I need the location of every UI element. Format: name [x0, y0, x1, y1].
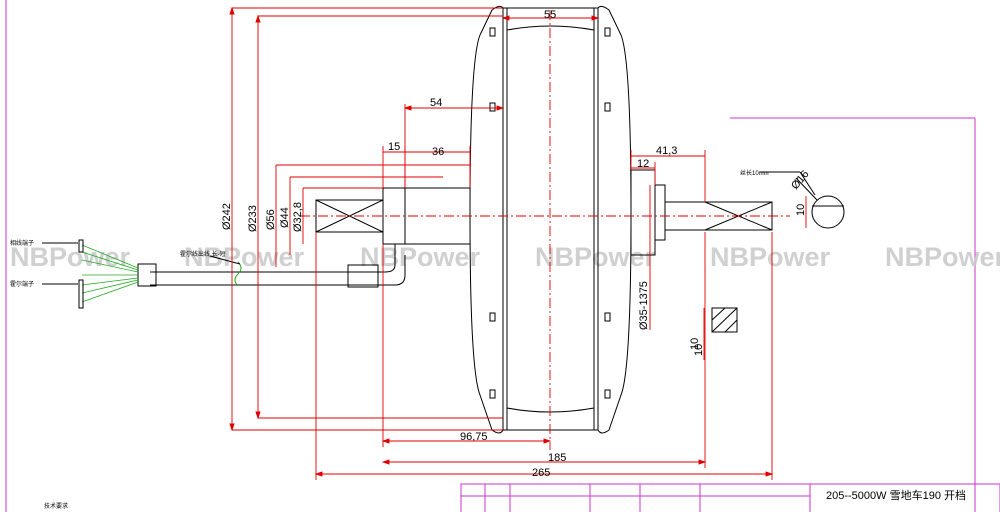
thread-length-note: 丝长10mm [740, 169, 769, 177]
dim-phi233: Ø233 [247, 205, 259, 232]
dim-phi44: Ø44 [279, 207, 291, 228]
dim-265: 265 [532, 467, 550, 479]
dimension-lines [229, 6, 807, 480]
dim-phi35: Ø35-1375 [638, 281, 650, 330]
dim-10-key-top: 10 [689, 338, 701, 350]
dim-12: 12 [637, 158, 649, 170]
dim-185: 185 [548, 452, 566, 464]
drawing-frame [5, 0, 1000, 512]
bottom-note: 技术要求 [44, 502, 68, 510]
watermark-6: NBPower [885, 242, 1000, 272]
dim-54: 54 [430, 97, 442, 109]
dimension-labels: 55 54 15 36 41,3 12 185 265 96,75 Ø242 Ø… [221, 9, 812, 479]
dim-15: 15 [388, 141, 400, 153]
watermark-5: NBPower [710, 242, 831, 272]
dim-36: 36 [432, 146, 444, 158]
dim-55: 55 [544, 9, 556, 21]
model-title: 205--5000W 雪地车190 开档 [826, 488, 966, 502]
dim-10-key-bot: 10 [693, 344, 705, 356]
watermark-3: NBPower [360, 242, 481, 272]
dim-phi32-8: Ø32,8 [292, 202, 304, 232]
watermark-2: NBPower [184, 242, 305, 272]
motor-outline [42, 5, 845, 434]
notes: 丝长10mm 霍尔线出线 长-短 相线端子 霍尔端子 技术要求 [10, 169, 769, 510]
dim-41-3: 41,3 [656, 145, 677, 157]
connector-b-label: 霍尔端子 [10, 280, 34, 288]
dim-96-75: 96,75 [460, 431, 488, 443]
watermark-4: NBPower [535, 242, 656, 272]
wire-note: 霍尔线出线 长-短 [180, 250, 226, 258]
watermarks: NBPower NBPower NBPower NBPower NBPower … [10, 242, 1000, 272]
connector-a-label: 相线端子 [10, 239, 34, 247]
dim-10-flat: 10 [795, 204, 807, 216]
dim-phi242: Ø242 [221, 203, 233, 230]
dim-phi56: Ø56 [265, 209, 277, 230]
